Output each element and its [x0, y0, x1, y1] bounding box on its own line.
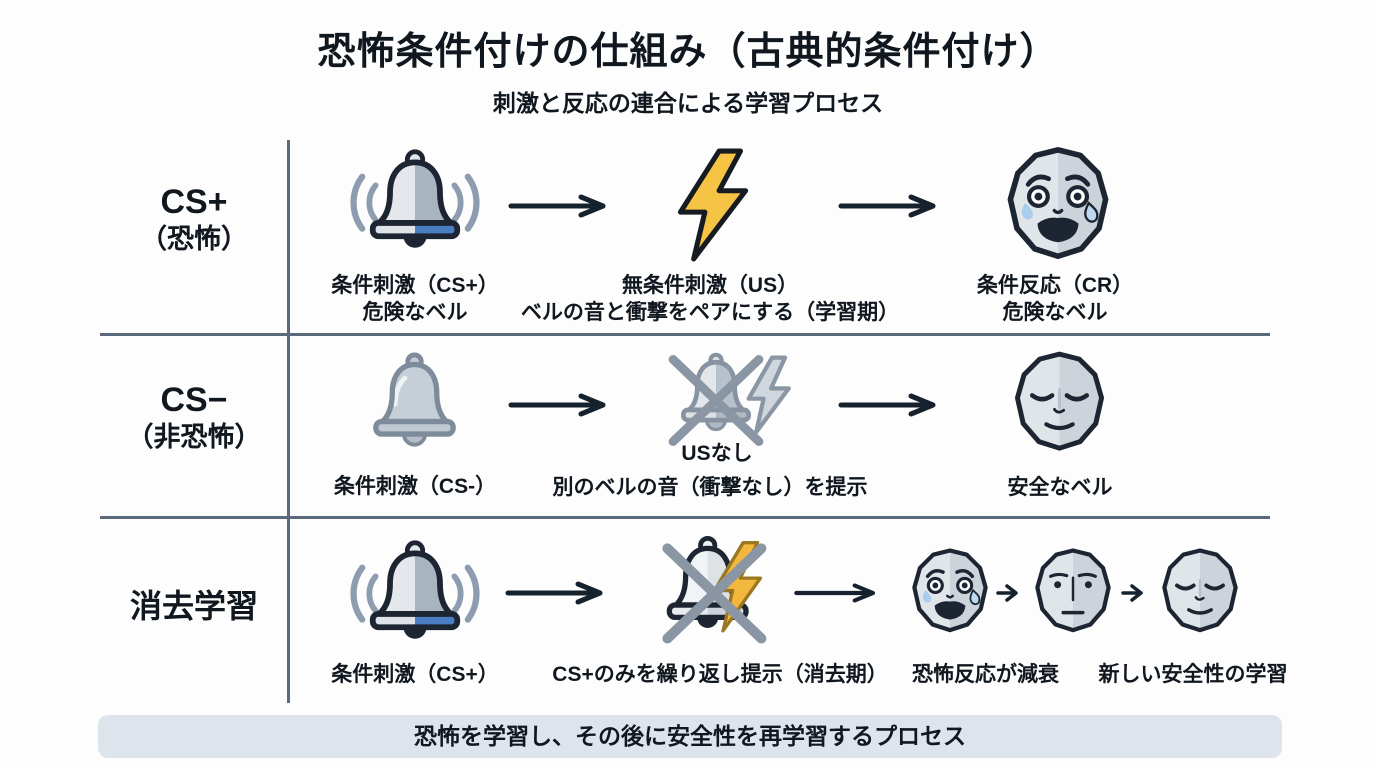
caption-line: 恐怖反応が減衰: [912, 663, 1059, 686]
caption-no-us-label: USなし: [617, 440, 817, 467]
arrow-icon: [838, 393, 950, 417]
caption-us-stimulus: 無条件刺激（US） ベルの音と衝撃をペアにする（学習期）: [480, 272, 940, 326]
row-label-sub: （非恐怖）: [126, 422, 262, 453]
caption-line: 条件刺激（CS+）: [331, 274, 499, 297]
calm-face-icon: [1010, 350, 1109, 454]
caption-cs-stimulus: 条件刺激（CS+） 危険なベル: [285, 272, 545, 326]
caption-cs-plus-stimulus: 条件刺激（CS+）: [295, 661, 535, 688]
caption-cs-minus-stimulus: 条件刺激（CS-）: [295, 473, 535, 500]
caption-safe-bell: 安全なベル: [955, 474, 1165, 501]
row-label-cs-minus: CS− （非恐怖）: [100, 381, 288, 453]
caption-line: CS+のみを繰り返し提示（消去期）: [552, 663, 888, 686]
neutral-face-icon: [1031, 547, 1115, 635]
caption-line: 条件反応（CR）: [976, 274, 1134, 297]
caption-extinction-phase: CS+のみを繰り返し提示（消去期）: [510, 661, 930, 688]
arrow-icon: [793, 583, 888, 603]
arrow-icon: [505, 581, 617, 605]
ringing-bell-icon: [343, 537, 487, 658]
vertical-divider: [287, 140, 290, 703]
row-label-main: 消去学習: [129, 588, 258, 624]
row-label-extinction: 消去学習: [100, 588, 288, 625]
crossed-bell-with-bolt-icon: [652, 535, 772, 650]
row-label-main: CS−: [160, 381, 228, 419]
row-label-main: CS+: [160, 183, 228, 221]
caption-line: 条件刺激（CS-）: [333, 475, 497, 498]
calm-face-icon: [1158, 547, 1242, 635]
horizontal-divider-2: [100, 516, 1270, 519]
caption-line: 安全なベル: [1007, 476, 1113, 499]
row-label-sub: （恐怖）: [140, 224, 248, 255]
caption-other-bell: 別のベルの音（衝撃なし）を提示: [480, 474, 940, 501]
caption-line: 無条件刺激（US）: [621, 274, 799, 297]
small-arrow-icon: [996, 582, 1022, 604]
caption-line: 新しい安全性の学習: [1098, 663, 1288, 686]
arrow-icon: [838, 194, 950, 218]
caption-fear-decay: 恐怖反応が減衰: [873, 661, 1098, 688]
caption-new-safety: 新しい安全性の学習: [1068, 661, 1318, 688]
page-title: 恐怖条件付けの仕組み（古典的条件付け）: [317, 31, 1059, 73]
ringing-bell-icon: [343, 146, 487, 267]
plain-bell-icon: [366, 351, 463, 463]
horizontal-divider-1: [100, 333, 1270, 336]
lightning-icon: [666, 147, 758, 264]
arrow-icon: [508, 194, 620, 218]
caption-line: 条件刺激（CS+）: [331, 663, 499, 686]
crossed-bell-no-shock-icon: [660, 352, 800, 450]
caption-line: 危険なベル: [1002, 301, 1108, 324]
caption-line: USなし: [681, 442, 753, 465]
page-subtitle: 刺激と反応の連合による学習プロセス: [492, 90, 884, 116]
fearful-face-icon: [1002, 145, 1114, 263]
small-arrow-icon: [1121, 582, 1147, 604]
caption-line: ベルの音と衝撃をペアにする（学習期）: [520, 301, 900, 324]
row-label-cs-plus: CS+ （恐怖）: [100, 183, 288, 255]
footer-summary: 恐怖を学習し、その後に安全性を再学習するプロセス: [98, 715, 1282, 758]
fearful-face-icon: [908, 547, 992, 635]
caption-cr-response: 条件反応（CR） 危険なベル: [935, 272, 1175, 326]
arrow-icon: [508, 393, 620, 417]
caption-line: 別のベルの音（衝撃なし）を提示: [552, 476, 868, 499]
caption-line: 危険なベル: [362, 301, 468, 324]
